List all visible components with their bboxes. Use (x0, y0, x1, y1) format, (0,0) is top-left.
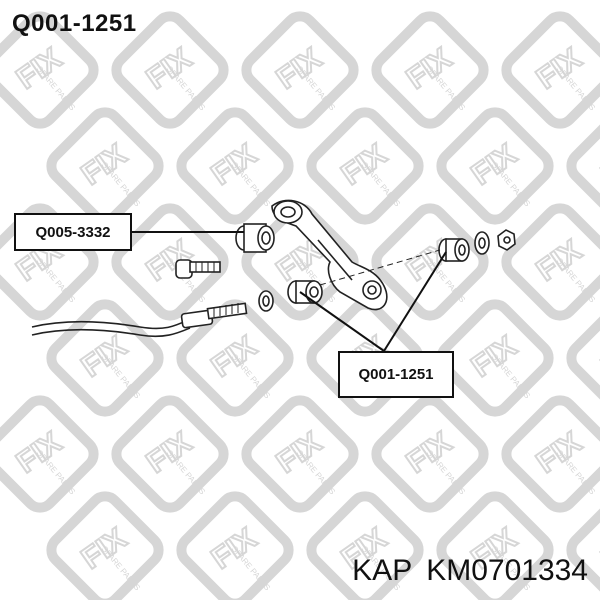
watermark-tile (241, 395, 359, 513)
watermark-logo-text: FIX (596, 330, 600, 384)
leader-line-right-upper (383, 251, 447, 352)
stud-bolt (180, 302, 248, 329)
callout-right-text: Q001-1251 (358, 366, 434, 383)
footer-part-number: KM0701334 (426, 554, 588, 587)
watermark-tile (566, 491, 600, 600)
small-bolt (175, 259, 221, 279)
watermark-tile (46, 107, 164, 225)
watermark-tile (176, 107, 294, 225)
bushing-upper (235, 223, 275, 253)
footer-caption: KAP KM0701334 (352, 554, 588, 588)
watermark-tile (306, 491, 424, 600)
watermark-tile (371, 203, 489, 321)
footer-brand: KAP (352, 554, 413, 587)
control-arm (271, 199, 388, 311)
watermark-tile (566, 299, 600, 417)
watermark-tile (566, 107, 600, 225)
leader-line-right-lower (299, 291, 385, 352)
watermark-logo-text: FIX (596, 522, 600, 576)
page-title: Q001-1251 (12, 10, 137, 37)
watermark-tile (501, 203, 600, 321)
watermark-tile (501, 11, 600, 129)
callout-left-text: Q005-3332 (35, 223, 111, 241)
nut-right (497, 229, 516, 251)
watermark-tile (436, 107, 554, 225)
suspension-parts-drawing (31, 199, 516, 338)
watermark-tile (176, 491, 294, 600)
watermark-tile (501, 395, 600, 513)
stabilizer-bar (31, 319, 189, 330)
watermark-tile (111, 395, 229, 513)
watermark-tile (46, 299, 164, 417)
watermark-logo-text: FIX (596, 138, 600, 192)
bushing-right (438, 238, 470, 262)
callout-label-right: Q001-1251 (338, 351, 454, 398)
watermark-tile (0, 395, 99, 513)
watermark-tile (306, 107, 424, 225)
watermark-tile (241, 11, 359, 129)
watermark-tile (111, 11, 229, 129)
leader-lines (132, 231, 447, 352)
watermark-tile (176, 299, 294, 417)
callout-label-left: Q005-3332 (14, 213, 132, 251)
watermark-tile (371, 11, 489, 129)
watermark-tile (436, 491, 554, 600)
watermark-tile (436, 299, 554, 417)
bushing-lower (287, 280, 323, 304)
watermark-tile (46, 491, 164, 600)
watermark-tile (0, 11, 99, 129)
watermark-tile (371, 395, 489, 513)
